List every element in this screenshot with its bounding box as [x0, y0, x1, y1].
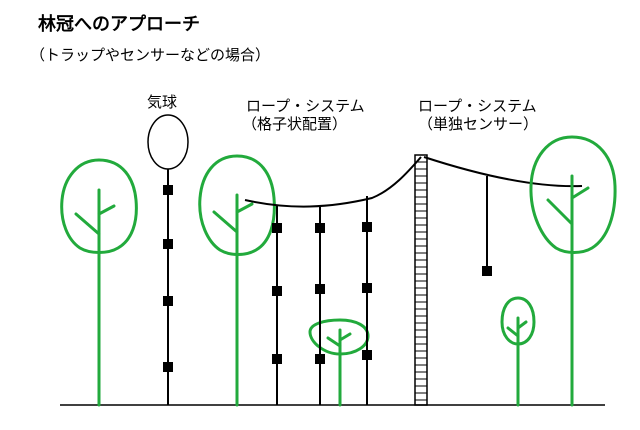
balloon-sensor	[163, 185, 173, 195]
tree-left-branch-a	[74, 212, 101, 236]
grid-sensor	[362, 350, 372, 360]
label-rope-grid-line1: ロープ・システム	[246, 97, 365, 115]
tree-small-right-branch-b	[516, 320, 528, 330]
tree-small-right	[500, 296, 536, 407]
tree-small-grid-branch-b	[338, 332, 352, 342]
subtitle: （トラップやセンサーなどの場合）	[30, 46, 271, 64]
rope-single-system	[423, 156, 583, 268]
tree-center-left-branch-b	[235, 202, 254, 214]
grid-sensor	[315, 284, 325, 294]
grid-sensor	[272, 286, 282, 296]
grid-sensor	[315, 354, 325, 364]
tree-right-branch-a	[546, 198, 574, 226]
tree-small-grid-branch-a	[326, 336, 342, 348]
grid-sensor	[272, 354, 282, 364]
title: 林冠へのアプローチ	[38, 14, 200, 35]
tower-rungs	[415, 161, 427, 401]
grid-sensor	[362, 222, 372, 232]
balloon-sensor	[163, 362, 173, 372]
tree-right-crown	[529, 135, 617, 254]
rope-grid-system	[244, 156, 422, 405]
label-rope-grid-line2: （格子状配置）	[242, 115, 348, 133]
label-balloon: 気球	[147, 93, 178, 111]
balloon	[147, 114, 189, 170]
single-sensor	[482, 266, 492, 276]
tower	[414, 154, 428, 406]
label-rope-single-line2: （単独センサー）	[418, 115, 539, 133]
grid-sensor	[362, 283, 372, 293]
grid-sensors	[272, 222, 372, 364]
single-rope	[423, 156, 583, 188]
tree-center-left	[198, 154, 276, 407]
tower-frame	[414, 154, 428, 406]
tree-left-branch-b	[97, 204, 116, 216]
label-rope-single-line1: ロープ・システム	[418, 97, 537, 115]
balloon-sensor	[163, 296, 173, 306]
grid-sensor	[272, 223, 282, 233]
grid-sensor	[315, 223, 325, 233]
tree-right	[529, 135, 617, 407]
tree-center-left-branch-a	[212, 210, 239, 234]
balloon-system	[147, 114, 189, 405]
tree-right-branch-b	[570, 186, 590, 200]
tree-small-right-branch-a	[506, 326, 520, 338]
tree-left	[60, 158, 138, 407]
balloon-sensor	[163, 239, 173, 249]
